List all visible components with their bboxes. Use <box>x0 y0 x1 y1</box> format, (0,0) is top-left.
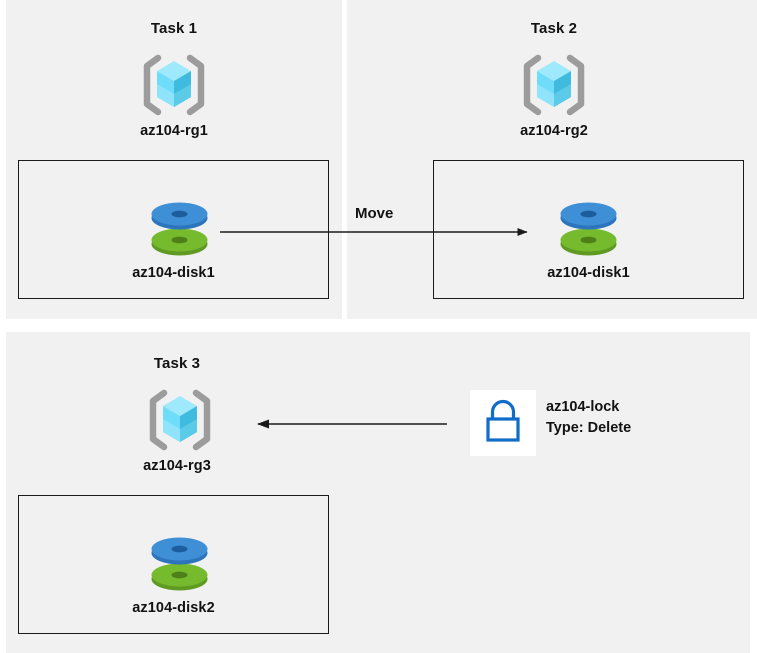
lock-name-label: az104-lock Type: Delete <box>546 397 716 439</box>
task1-rg-label: az104-rg1 <box>140 123 208 139</box>
panel-task1: Task 1 az104-rg1 <box>6 0 342 319</box>
task2-resource-label: az104-disk1 <box>547 265 630 281</box>
task1-title: Task 1 <box>150 20 198 37</box>
task1-resource-box <box>18 160 329 299</box>
move-arrow-label: Move <box>355 205 394 222</box>
lock-type: Type: Delete <box>546 420 632 436</box>
lock-arrow <box>257 419 447 429</box>
task3-resource-label: az104-disk2 <box>132 600 215 616</box>
resource-group-icon <box>142 387 218 453</box>
task2-title: Task 2 <box>530 20 578 37</box>
task1-resource-label: az104-disk1 <box>132 265 215 281</box>
task3-title: Task 3 <box>153 355 201 372</box>
task2-rg-label: az104-rg2 <box>520 123 588 139</box>
lock-card <box>470 390 536 456</box>
managed-disk-icon <box>147 196 212 258</box>
task3-rg-label: az104-rg3 <box>143 458 211 474</box>
managed-disk-icon <box>556 196 621 258</box>
managed-disk-icon <box>147 531 212 593</box>
panel-task3: Task 3 az104-rg3 <box>6 332 750 653</box>
lock-name: az104-lock <box>546 399 620 415</box>
panel-task2: Task 2 az104-rg2 <box>347 0 757 319</box>
task3-resource-box <box>18 495 329 634</box>
resource-group-icon <box>516 52 592 118</box>
resource-group-icon <box>136 52 212 118</box>
lock-icon <box>481 398 525 449</box>
task2-resource-box <box>433 160 744 299</box>
